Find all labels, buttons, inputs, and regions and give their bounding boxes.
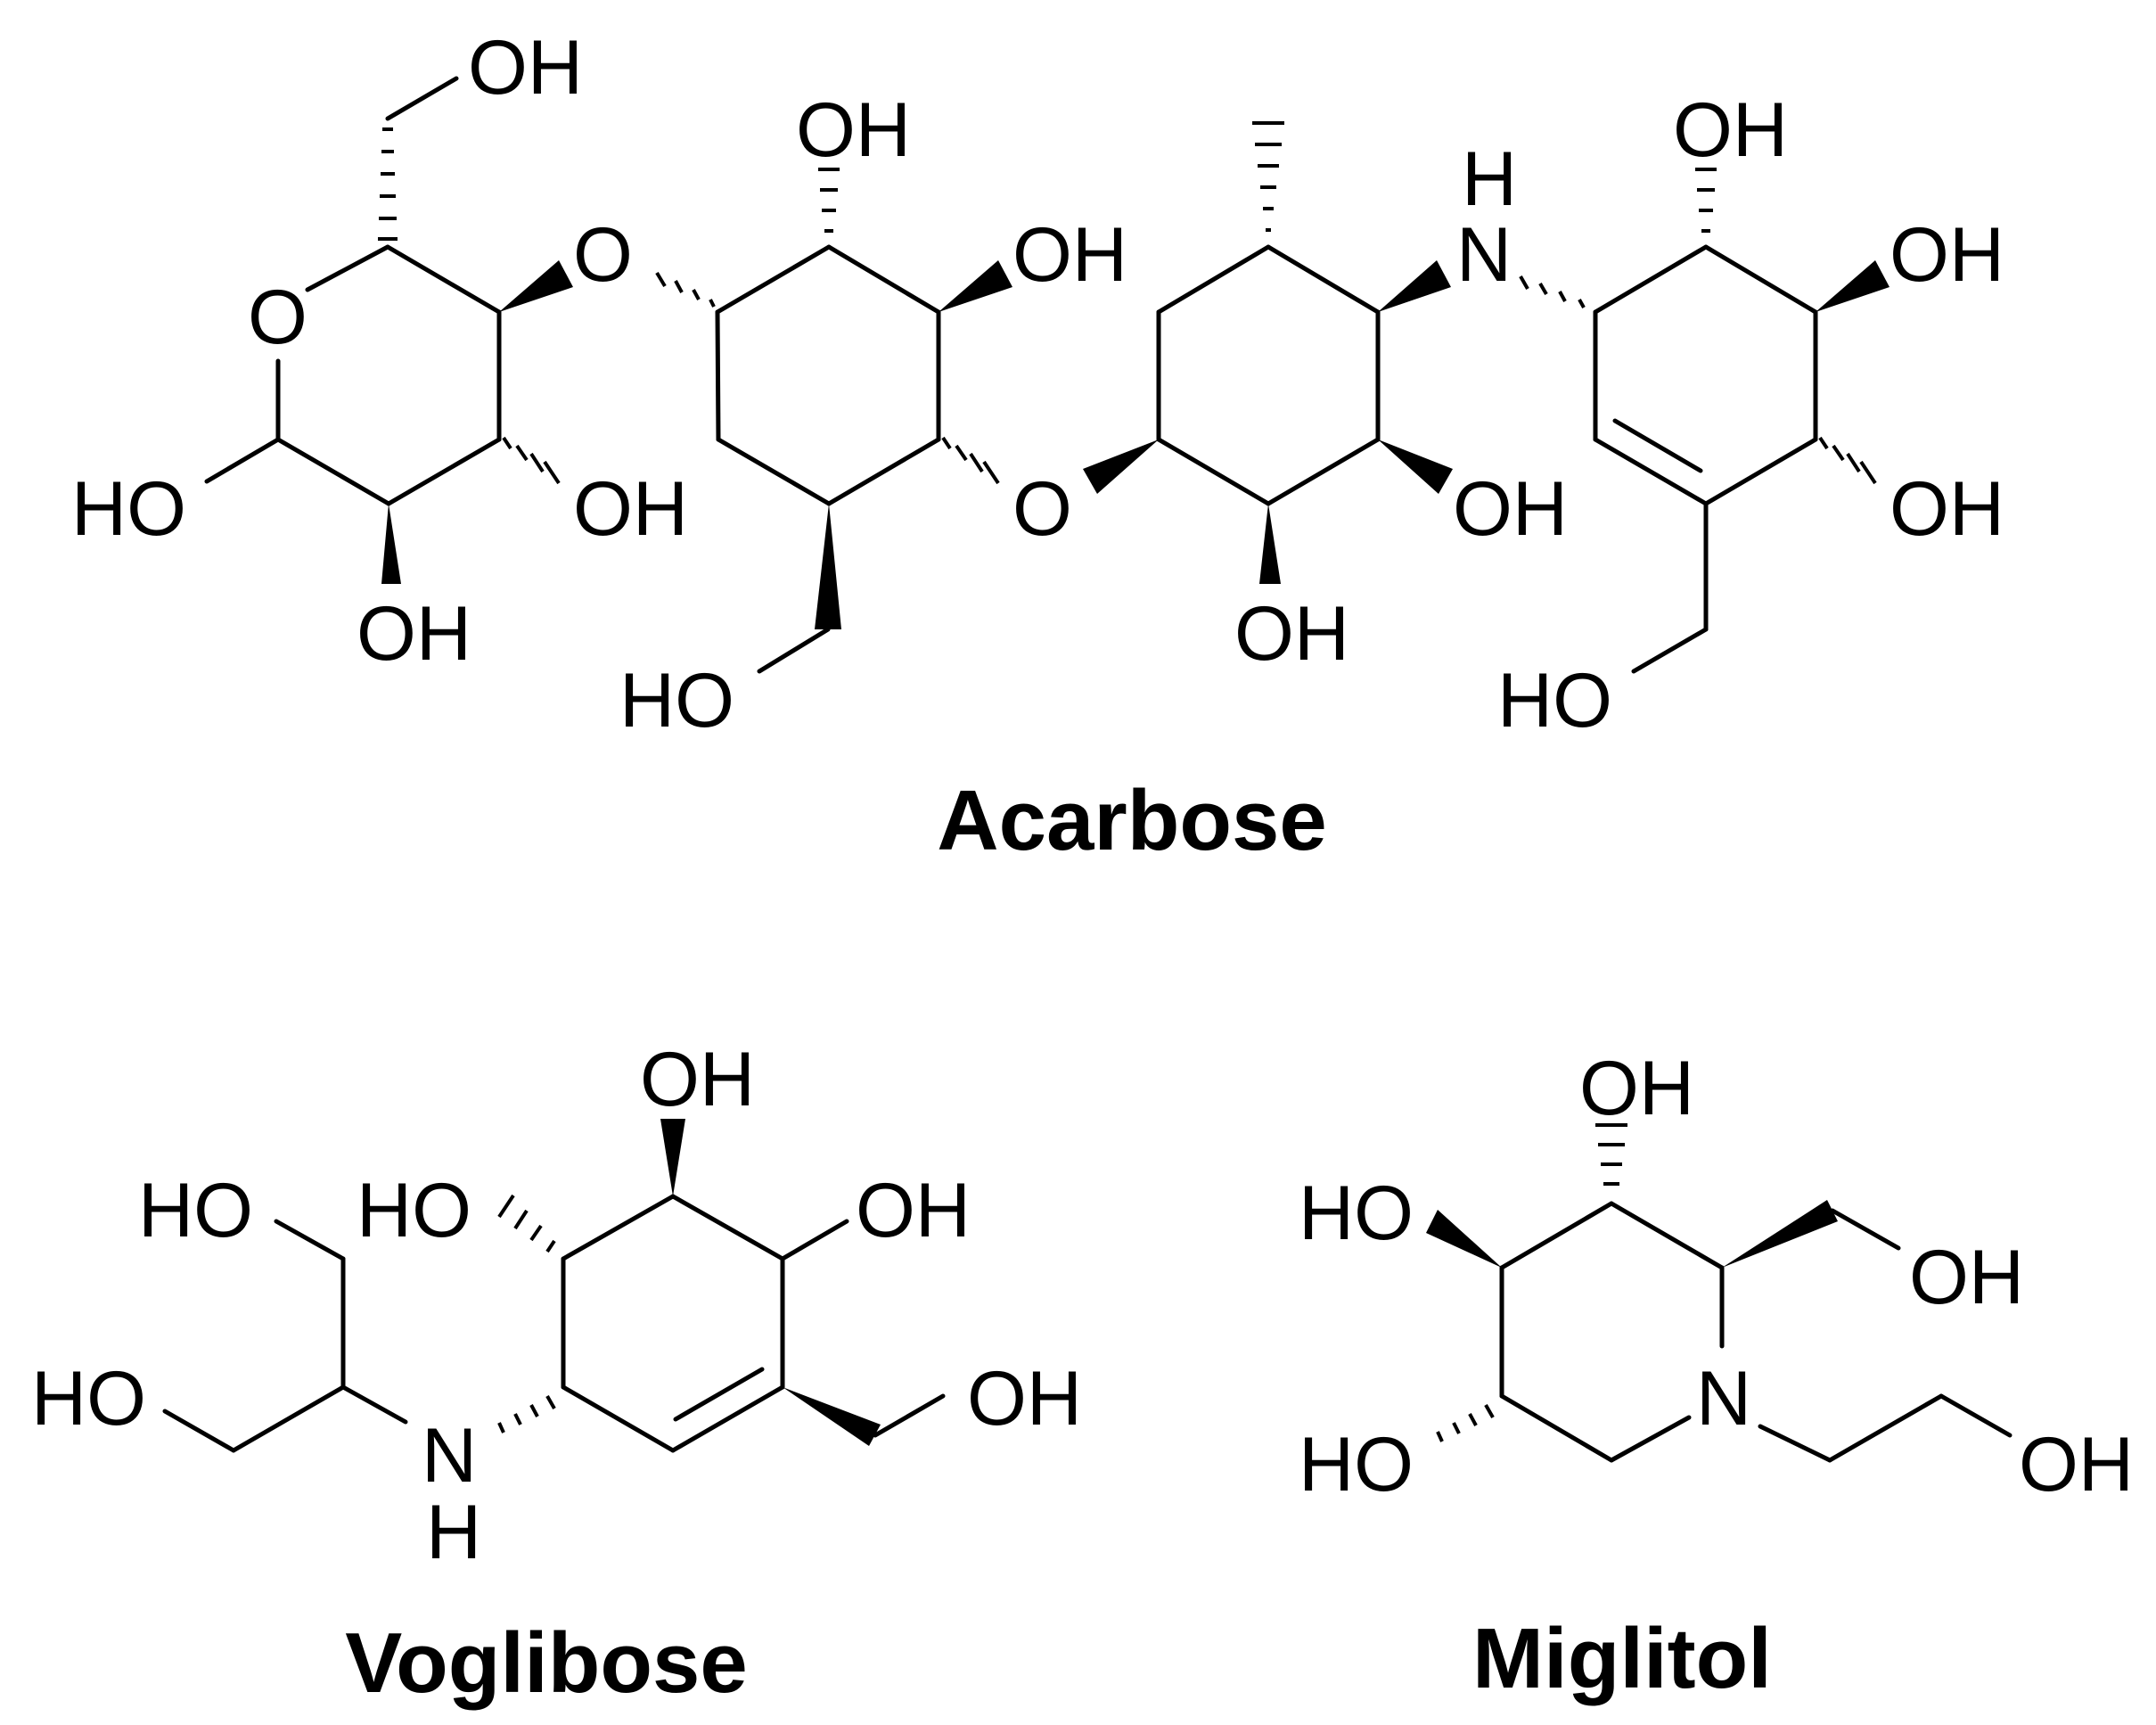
hash-bond [1695,168,1717,233]
atom-label: OH [2019,1422,2134,1507]
wedge-bond [815,504,841,629]
atom-label: OH [1453,466,1568,552]
atom-label: HO [1497,658,1612,743]
hash-bond [378,127,398,241]
miglitol-structure: OH HO OH N HO OH Miglitol [1299,1046,2134,1706]
wedge-bond [939,260,1012,312]
atom-label: OH [1012,212,1127,298]
atom-label: HO [1299,1171,1414,1256]
atom-label: OH [1234,591,1349,677]
atom-label: N [1456,212,1512,298]
wedge-bond [1378,439,1453,494]
hash-bond [497,1395,556,1433]
wedge-bond [381,504,401,584]
atom-label: OH [1673,87,1788,173]
molecule-name-voglibose: Voglibose [345,1615,748,1711]
atom-label: OH [1909,1235,2024,1320]
atom-label: O [248,275,307,360]
voglibose-structure: OH HO HO OH HO N H OH Voglibose [31,1037,1082,1711]
atom-label: OH [856,1168,971,1253]
wedge-bond [1426,1210,1502,1268]
atom-label: O [573,212,633,298]
hash-bond [655,271,716,308]
wedge-bond [1083,439,1159,494]
molecule-name-miglitol: Miglitol [1472,1611,1772,1706]
hash-bond [502,436,561,485]
hash-bond [1436,1404,1495,1442]
atom-label: OH [357,591,471,677]
atom-label: OH [1579,1046,1694,1131]
atom-label: H [426,1490,481,1575]
acarbose-structure: OH O O HO OH OH OH OH O HO H N OH OH OH … [71,25,2004,868]
atom-label: HO [357,1168,471,1253]
atom-label: N [1696,1356,1751,1442]
wedge-bond [1259,504,1281,584]
wedge-bond [1816,260,1890,312]
atom-label: N [422,1413,477,1499]
acarbose-ring-a [204,76,573,584]
wedge-bond [499,260,573,312]
acarbose-ring-b [655,168,1012,674]
wedge-bond [660,1119,685,1196]
molecule-name-acarbose: Acarbose [937,773,1327,868]
atom-label: HO [71,466,186,552]
wedge-bond [1378,260,1451,312]
atom-label: HO [31,1356,146,1442]
atom-label: O [1012,466,1072,552]
hash-bond [1252,121,1284,232]
hash-bond [1595,1123,1627,1186]
atom-label: OH [640,1037,755,1122]
atom-label: OH [796,87,911,173]
atom-label: HO [1299,1422,1414,1507]
atom-label: OH [1890,466,2004,552]
hash-bond [1818,436,1877,485]
atom-label: OH [967,1356,1082,1442]
atom-label: OH [468,25,583,111]
wedge-bond [1722,1200,1838,1268]
acarbose-ring-d [1519,168,1890,674]
atom-label: HO [138,1168,253,1253]
atom-label: HO [619,658,734,743]
atom-label: OH [573,466,688,552]
acarbose-ring-c [1083,121,1453,584]
hash-bond [1519,275,1586,308]
atom-label: H [1462,136,1517,222]
hash-bond [941,436,1000,485]
wedge-bond [783,1387,881,1446]
hash-bond [497,1194,556,1253]
atom-label: OH [1890,212,2004,298]
hash-bond [818,168,840,233]
